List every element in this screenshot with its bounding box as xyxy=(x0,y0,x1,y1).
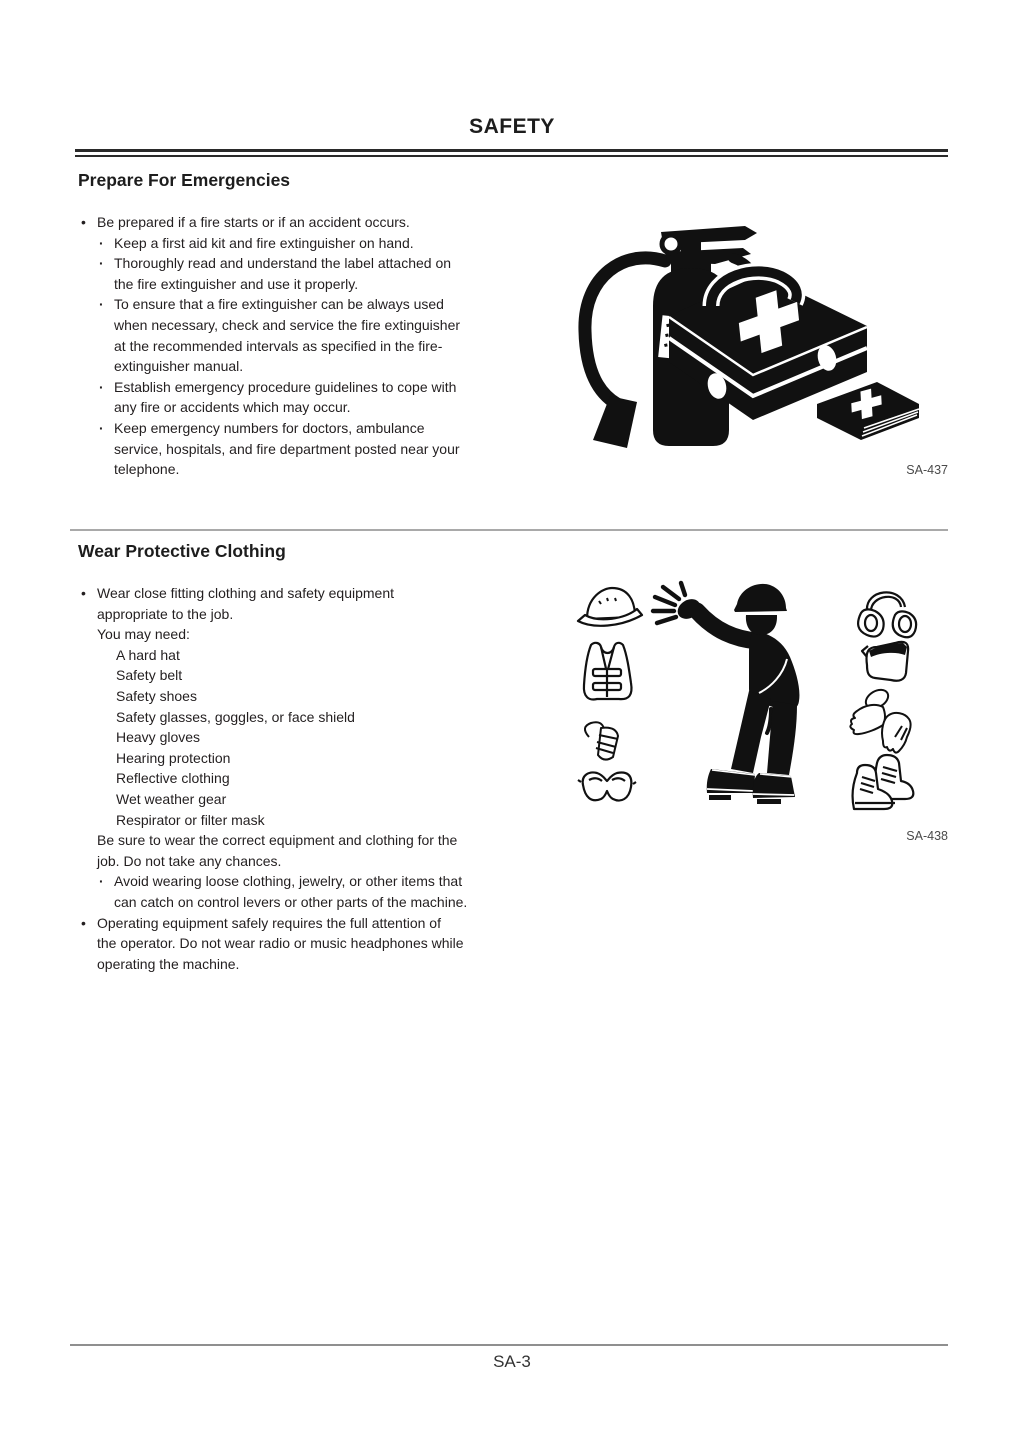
safety-vest-icon xyxy=(582,641,633,701)
bullet-icon: • xyxy=(81,914,86,931)
list-item: Respirator or filter mask xyxy=(78,810,564,831)
list-item: Reflective clothing xyxy=(78,768,564,789)
list-item-text: Respirator or filter mask xyxy=(116,811,265,828)
list-item-text: Be prepared if a fire starts or if an ac… xyxy=(97,214,410,230)
list-item: • Operating equipment safely requires the… xyxy=(78,913,564,975)
page-title: SAFETY xyxy=(469,115,555,138)
list-item-text: Thoroughly read and understand the label… xyxy=(114,255,452,292)
list-item-text: Wet weather gear xyxy=(116,790,227,807)
double-rule xyxy=(75,149,948,157)
footer-rule xyxy=(70,1344,948,1346)
list-item: · Establish emergency procedure guideline… xyxy=(78,377,564,418)
list-item: • Wear close fitting clothing and safety … xyxy=(78,583,564,624)
list-item-text: Establish emergency procedure guidelines… xyxy=(114,378,457,416)
list-item-text: Heavy gloves xyxy=(116,729,201,746)
figure-sa-438: SA-438 xyxy=(565,577,950,843)
hard-hat-icon xyxy=(576,586,644,627)
ear-plugs-icon xyxy=(584,721,619,761)
first-aid-booklet-icon xyxy=(817,382,920,440)
list-item-text: Safety glasses, goggles, or face shield xyxy=(116,708,355,725)
figure-caption: SA-437 xyxy=(906,463,948,477)
face-shield-icon xyxy=(860,640,910,682)
list-item: You may need: xyxy=(78,624,564,645)
list-item: Heavy gloves xyxy=(78,727,564,748)
list-item: Safety shoes xyxy=(78,686,564,707)
figure-caption: SA-438 xyxy=(906,829,948,843)
first-aid-box-icon xyxy=(667,262,868,420)
boots-icon xyxy=(851,753,915,811)
ear-muffs-icon xyxy=(856,591,918,639)
list-item-text: Operating equipment safely requires the … xyxy=(97,914,464,972)
sub-bullet-icon: · xyxy=(99,255,104,272)
list-item: Hearing protection xyxy=(78,748,564,769)
list-item-text: To ensure that a fire extinguisher can b… xyxy=(114,296,461,375)
list-item-text: Avoid wearing loose clothing, jewelry, o… xyxy=(114,873,468,910)
list-item: · To ensure that a fire extinguisher can … xyxy=(78,294,564,376)
list-item: • Be prepared if a fire starts or if an a… xyxy=(78,212,564,233)
list-item: Safety glasses, goggles, or face shield xyxy=(78,707,564,728)
list-item-text: A hard hat xyxy=(116,646,180,663)
list-item-text: You may need: xyxy=(97,626,190,643)
gloves-icon xyxy=(849,688,912,754)
list-item-text: Wear close fitting clothing and safety e… xyxy=(97,585,395,622)
list-item-text: Be sure to wear the correct equipment an… xyxy=(97,832,458,869)
sub-bullet-icon: · xyxy=(99,419,104,436)
worker-figure xyxy=(650,580,800,804)
bullet-icon: • xyxy=(81,214,86,230)
list-item-text: Safety shoes xyxy=(116,687,197,704)
sub-bullet-icon: · xyxy=(99,378,104,395)
goggles-icon xyxy=(577,771,637,802)
section-divider xyxy=(70,529,948,531)
sa-437-illustration xyxy=(578,226,920,448)
figure-sa-437: SA-437 xyxy=(565,206,950,477)
sub-bullet-icon: · xyxy=(99,234,104,251)
section-heading-prepare-for-emergencies: Prepare For Emergencies xyxy=(78,170,291,190)
list-item-text: Hearing protection xyxy=(116,749,231,766)
list-item: A hard hat xyxy=(78,645,564,666)
sub-bullet-icon: · xyxy=(99,296,104,313)
list-item: · Keep a first aid kit and fire extinguis… xyxy=(78,233,564,254)
bullet-list-protective-clothing: • Wear close fitting clothing and safety … xyxy=(78,583,564,974)
list-item-text: Reflective clothing xyxy=(116,770,230,787)
list-item: Be sure to wear the correct equipment an… xyxy=(78,830,564,871)
list-item: Wet weather gear xyxy=(78,789,564,810)
list-item: · Avoid wearing loose clothing, jewelry, … xyxy=(78,871,564,912)
bullet-list-emergencies: • Be prepared if a fire starts or if an a… xyxy=(78,212,564,480)
list-item-text: Keep a first aid kit and fire extinguish… xyxy=(114,234,414,251)
list-item-text: Keep emergency numbers for doctors, ambu… xyxy=(114,419,460,478)
list-item: · Thoroughly read and understand the labe… xyxy=(78,253,564,294)
bullet-icon: • xyxy=(81,585,86,601)
sa-438-illustration xyxy=(576,580,918,811)
list-item: · Keep emergency numbers for doctors, amb… xyxy=(78,418,564,480)
sub-bullet-icon: · xyxy=(99,873,104,890)
list-item-text: Safety belt xyxy=(116,667,183,684)
page-number: SA-3 xyxy=(493,1352,531,1371)
list-item: Safety belt xyxy=(78,665,564,686)
section-heading-wear-protective-clothing: Wear Protective Clothing xyxy=(78,541,286,561)
